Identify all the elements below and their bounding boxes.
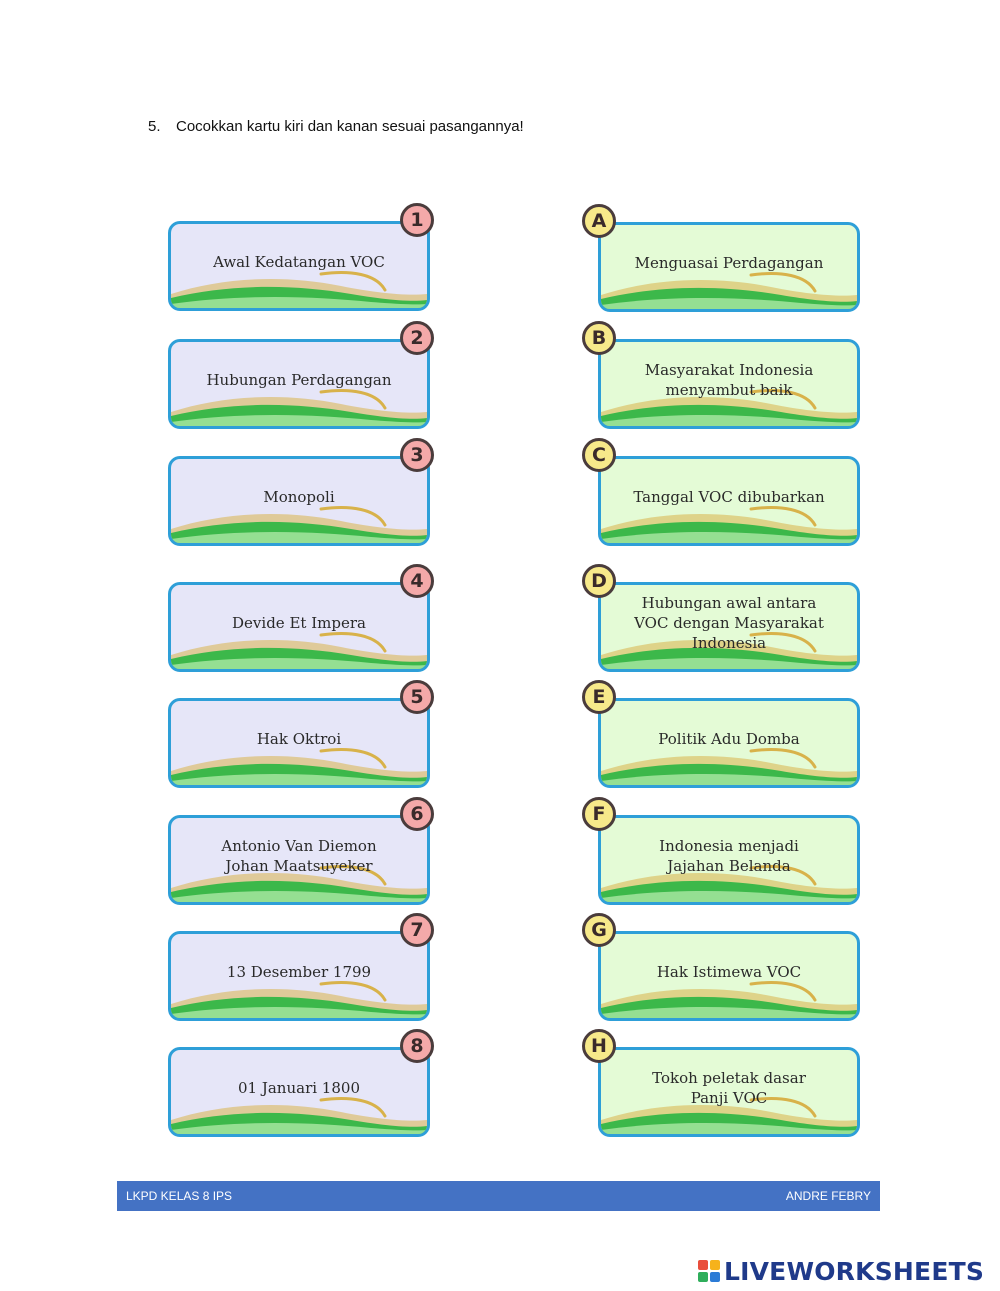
card-text: Hubungan awal antara VOC dengan Masyarak… xyxy=(634,594,824,652)
brand-wordmark: LIVEWORKSHEETS xyxy=(724,1256,985,1286)
card-frame xyxy=(598,1047,860,1137)
card-frame xyxy=(168,339,430,429)
card-wave-decoration xyxy=(601,506,857,543)
card-wave-decoration xyxy=(171,389,427,426)
right-card[interactable]: Tokoh peletak dasar Panji VOC H xyxy=(582,1029,860,1137)
card-frame xyxy=(598,339,860,429)
card-text: 13 Desember 1799 xyxy=(226,963,372,981)
card-text: Hak Istimewa VOC xyxy=(656,963,802,981)
left-card[interactable]: Hak Oktroi 5 xyxy=(168,680,434,788)
card-frame xyxy=(168,815,430,905)
left-card[interactable]: Monopoli 3 xyxy=(168,438,434,546)
card-text: Indonesia menjadi Jajahan Belanda xyxy=(659,837,799,875)
card-badge: 1 xyxy=(400,203,434,237)
brand-logo-icon xyxy=(698,1260,720,1282)
card-wave-decoration xyxy=(601,632,857,669)
card-text: Antonio Van Diemon Johan Maatsuyeker xyxy=(221,837,377,875)
card-text: Tokoh peletak dasar Panji VOC xyxy=(652,1069,806,1107)
card-badge: D xyxy=(582,564,616,598)
question-instruction: 5. Cocokkan kartu kiri dan kanan sesuai p… xyxy=(148,118,524,135)
card-text: Hubungan Perdagangan xyxy=(206,371,392,389)
right-card[interactable]: Indonesia menjadi Jajahan Belanda F xyxy=(582,797,860,905)
card-badge: 7 xyxy=(400,913,434,947)
card-frame xyxy=(168,582,430,672)
card-badge: B xyxy=(582,321,616,355)
right-card[interactable]: Hak Istimewa VOC G xyxy=(582,913,860,1021)
card-frame xyxy=(598,815,860,905)
card-frame xyxy=(168,698,430,788)
card-frame xyxy=(168,1047,430,1137)
card-badge: 5 xyxy=(400,680,434,714)
card-badge: 3 xyxy=(400,438,434,472)
right-card[interactable]: Menguasai Perdagangan A xyxy=(582,204,860,312)
card-text: Awal Kedatangan VOC xyxy=(213,253,385,271)
card-badge: G xyxy=(582,913,616,947)
question-text: Cocokkan kartu kiri dan kanan sesuai pas… xyxy=(176,118,524,135)
right-card[interactable]: Politik Adu Domba E xyxy=(582,680,860,788)
card-frame xyxy=(598,698,860,788)
card-wave-decoration xyxy=(601,865,857,902)
card-wave-decoration xyxy=(171,271,427,308)
card-badge: H xyxy=(582,1029,616,1063)
logo-square xyxy=(710,1272,720,1282)
card-frame xyxy=(168,456,430,546)
card-frame xyxy=(598,931,860,1021)
footer-right-text: ANDRE FEBRY xyxy=(785,1189,871,1203)
logo-square xyxy=(698,1260,708,1270)
card-badge: 6 xyxy=(400,797,434,831)
card-wave-decoration xyxy=(601,981,857,1018)
card-wave-decoration xyxy=(171,981,427,1018)
card-text: Devide Et Impera xyxy=(232,614,366,632)
right-card[interactable]: Masyarakat Indonesia menyambut baik B xyxy=(582,321,860,429)
card-badge: 8 xyxy=(400,1029,434,1063)
card-text: Tanggal VOC dibubarkan xyxy=(633,488,825,506)
footer-left-text: LKPD KELAS 8 IPS xyxy=(126,1189,233,1203)
left-card[interactable]: Antonio Van Diemon Johan Maatsuyeker 6 xyxy=(168,797,434,905)
logo-square xyxy=(710,1260,720,1270)
left-card[interactable]: Devide Et Impera 4 xyxy=(168,564,434,672)
card-text: 01 Januari 1800 xyxy=(238,1079,360,1097)
card-frame xyxy=(598,222,860,312)
card-text: Menguasai Perdagangan xyxy=(634,254,824,272)
question-number: 5. xyxy=(148,118,161,135)
card-badge: 2 xyxy=(400,321,434,355)
card-text: Masyarakat Indonesia menyambut baik xyxy=(644,361,814,399)
card-badge: A xyxy=(582,204,616,238)
left-card[interactable]: 13 Desember 1799 7 xyxy=(168,913,434,1021)
card-wave-decoration xyxy=(171,748,427,785)
card-wave-decoration xyxy=(601,748,857,785)
card-frame xyxy=(598,582,860,672)
left-card[interactable]: Hubungan Perdagangan 2 xyxy=(168,321,434,429)
right-card[interactable]: Hubungan awal antara VOC dengan Masyarak… xyxy=(582,564,860,672)
card-wave-decoration xyxy=(171,1097,427,1134)
card-frame xyxy=(168,931,430,1021)
card-text: Hak Oktroi xyxy=(256,730,342,748)
card-text: Monopoli xyxy=(263,488,335,506)
card-badge: C xyxy=(582,438,616,472)
card-wave-decoration xyxy=(171,632,427,669)
card-wave-decoration xyxy=(601,272,857,309)
card-wave-decoration xyxy=(171,865,427,902)
card-frame xyxy=(168,221,430,311)
card-badge: E xyxy=(582,680,616,714)
card-wave-decoration xyxy=(601,389,857,426)
right-card[interactable]: Tanggal VOC dibubarkan C xyxy=(582,438,860,546)
card-badge: F xyxy=(582,797,616,831)
left-card[interactable]: Awal Kedatangan VOC 1 xyxy=(168,203,434,311)
card-wave-decoration xyxy=(171,506,427,543)
liveworksheets-logo[interactable]: LIVEWORKSHEETS xyxy=(698,1254,984,1288)
left-card[interactable]: 01 Januari 1800 8 xyxy=(168,1029,434,1137)
footer-bar: LKPD KELAS 8 IPS ANDRE FEBRY xyxy=(117,1181,880,1211)
card-badge: 4 xyxy=(400,564,434,598)
card-wave-decoration xyxy=(601,1097,857,1134)
card-frame xyxy=(598,456,860,546)
logo-square xyxy=(698,1272,708,1282)
card-text: Politik Adu Domba xyxy=(658,730,800,748)
